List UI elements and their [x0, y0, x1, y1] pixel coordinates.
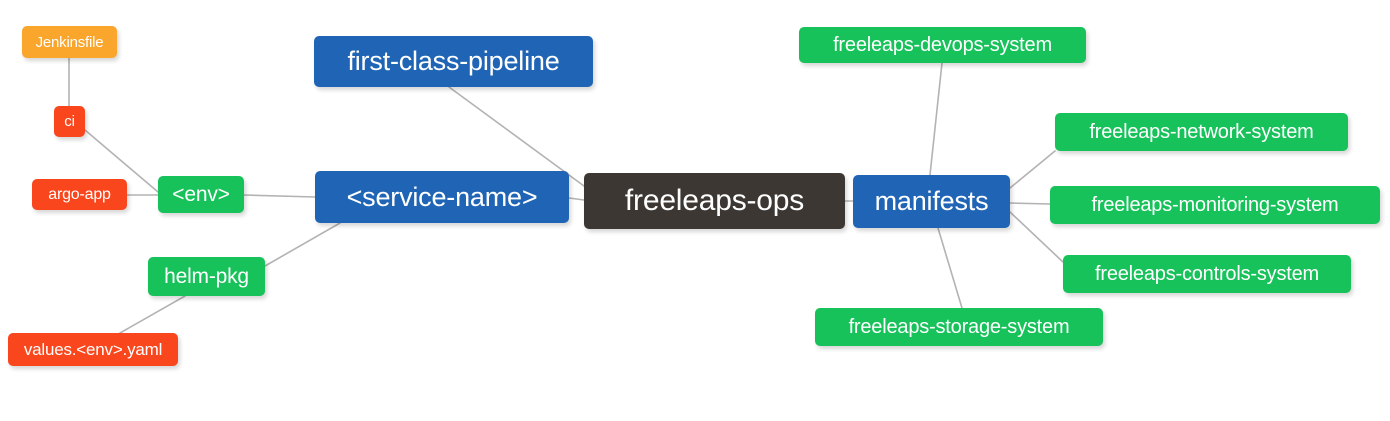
node-ci[interactable]: ci	[54, 106, 85, 137]
node-label-network-system: freeleaps-network-system	[1089, 121, 1314, 143]
edge-manifests-to-monitoring-system	[1009, 202, 1051, 205]
node-first-class-pipeline[interactable]: first-class-pipeline	[314, 36, 593, 87]
node-argo-app[interactable]: argo-app	[32, 179, 127, 210]
node-values-yaml[interactable]: values.<env>.yaml	[8, 333, 178, 366]
node-label-freeleaps-ops: freeleaps-ops	[624, 184, 805, 217]
edge-helm-pkg-to-values-yaml	[119, 295, 186, 334]
node-freeleaps-ops[interactable]: freeleaps-ops	[584, 173, 845, 229]
edge-manifests-to-devops-system	[929, 62, 943, 176]
edge-manifests-to-network-system	[1009, 150, 1056, 189]
node-label-service-name: <service-name>	[346, 181, 538, 212]
node-label-monitoring-system: freeleaps-monitoring-system	[1091, 194, 1339, 216]
node-jenkinsfile[interactable]: Jenkinsfile	[22, 26, 117, 58]
node-label-storage-system: freeleaps-storage-system	[848, 316, 1070, 338]
node-monitoring-system[interactable]: freeleaps-monitoring-system	[1050, 186, 1380, 224]
edge-freeleaps-ops-to-service-name	[568, 197, 585, 201]
node-helm-pkg[interactable]: helm-pkg	[148, 257, 265, 296]
edge-service-name-to-env	[243, 194, 316, 198]
node-label-argo-app: argo-app	[48, 185, 111, 203]
node-controls-system[interactable]: freeleaps-controls-system	[1063, 255, 1351, 293]
node-label-controls-system: freeleaps-controls-system	[1095, 263, 1319, 285]
node-network-system[interactable]: freeleaps-network-system	[1055, 113, 1348, 151]
node-env[interactable]: <env>	[158, 176, 244, 213]
node-label-first-class-pipeline: first-class-pipeline	[347, 46, 560, 76]
node-label-helm-pkg: helm-pkg	[164, 265, 249, 288]
node-label-env: <env>	[172, 183, 230, 206]
edge-service-name-to-helm-pkg	[264, 222, 341, 267]
node-label-values-yaml: values.<env>.yaml	[23, 340, 163, 359]
node-label-ci: ci	[64, 113, 75, 130]
node-label-manifests: manifests	[874, 186, 989, 216]
edge-manifests-to-storage-system	[937, 227, 963, 309]
node-devops-system[interactable]: freeleaps-devops-system	[799, 27, 1086, 63]
node-manifests[interactable]: manifests	[853, 175, 1010, 228]
node-label-devops-system: freeleaps-devops-system	[833, 34, 1052, 56]
node-service-name[interactable]: <service-name>	[315, 171, 569, 223]
node-storage-system[interactable]: freeleaps-storage-system	[815, 308, 1103, 346]
node-label-jenkinsfile: Jenkinsfile	[35, 33, 104, 51]
